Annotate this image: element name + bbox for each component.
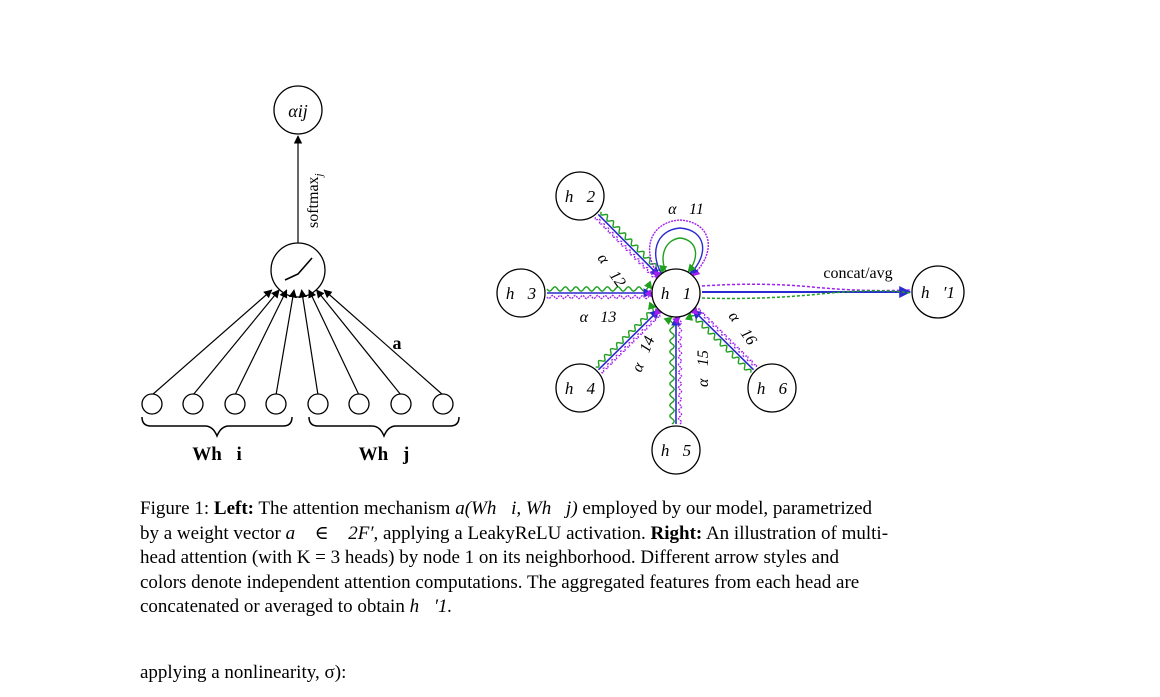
- edge-head-green: [595, 301, 657, 368]
- edge-label-a13: α⃗13: [580, 309, 617, 326]
- edge-head-green: [684, 311, 752, 373]
- edge-head-blue: [692, 309, 755, 371]
- brace-right: [308, 416, 460, 439]
- node-h5: [651, 425, 701, 475]
- input-arrow: [298, 289, 319, 396]
- node-label-h1_prime: h⃗′1: [921, 283, 955, 302]
- node-label-h4: h⃗4: [565, 379, 596, 398]
- node-label-h3: h⃗3: [506, 284, 536, 303]
- input-arrow: [323, 289, 444, 396]
- input-arrow: [316, 289, 402, 396]
- edge-head-purple: [690, 306, 758, 368]
- self-loop-a11: [649, 219, 709, 279]
- edge-label-a14: α⃗14: [629, 334, 659, 375]
- node-label-h6: h⃗6: [757, 379, 788, 398]
- alpha-ij-label: αij: [288, 101, 307, 121]
- concat-avg-label: concat/avg: [823, 265, 892, 282]
- alpha-ij-node: [273, 85, 323, 135]
- input-node: [390, 393, 412, 415]
- caption-line-2: by a weight vector a⃗ ∈ ℝ2F′, applying a…: [140, 522, 889, 544]
- input-node: [265, 393, 287, 415]
- edge-head-purple: [601, 307, 663, 374]
- input-node: [432, 393, 454, 415]
- caption-line-5: concatenated or averaged to obtain h⃗′1.: [140, 596, 453, 617]
- node-label-h2: h⃗2: [565, 187, 596, 206]
- edge-head-blue: [597, 309, 660, 371]
- input-arrow: [192, 289, 280, 396]
- node-label-h1: h⃗1: [661, 284, 691, 303]
- node-h2: [555, 171, 605, 221]
- right-label: Right:: [650, 522, 703, 544]
- input-node: [348, 393, 370, 415]
- input-arrow: [234, 289, 288, 396]
- weight-vector-label: a⃗: [392, 333, 415, 353]
- edge-label-a12: α⃗12: [594, 251, 629, 291]
- edge-head-green: [663, 316, 675, 425]
- input-node: [224, 393, 246, 415]
- caption-line-4: colors denote independent attention comp…: [140, 571, 860, 593]
- left-attention-diagram: αij softmaxj Wh⃗i Wh⃗j a⃗: [141, 85, 460, 465]
- softmax-label: softmaxj: [305, 173, 325, 228]
- group-label-left: Wh⃗i: [192, 444, 242, 465]
- caption-line-3: head attention (with K = 3 heads) by nod…: [140, 547, 839, 568]
- input-arrow: [275, 289, 297, 396]
- input-node: [182, 393, 204, 415]
- node-h6: [747, 363, 797, 413]
- figure-1: αij softmaxj Wh⃗i Wh⃗j a⃗ concat/av: [141, 85, 965, 475]
- edge-label-a11: α⃗11: [668, 201, 704, 218]
- leakyrelu-node: [270, 242, 326, 298]
- edge-label-a15: α⃗15: [695, 350, 712, 387]
- node-label-h5: h⃗5: [661, 441, 691, 460]
- edge-head-green: [600, 211, 668, 274]
- left-label: Left:: [213, 498, 254, 519]
- node-h3: [496, 268, 546, 318]
- input-node: [141, 393, 163, 415]
- brace-left: [141, 416, 293, 439]
- edge-head-green: [546, 280, 653, 292]
- input-nodes: [141, 289, 454, 415]
- concat-output-arrows: [701, 283, 912, 300]
- graph-nodes: h⃗1 h⃗2 h⃗3 h⃗4 h⃗5 h⃗6 h⃗′1: [496, 171, 965, 475]
- right-multihead-diagram: concat/avg h⃗1 h⃗2 h⃗3 h⃗4 h⃗5 h⃗6 h⃗′1 α⃗11 α…: [496, 171, 965, 475]
- caption-line-1: Figure 1: Left: The attention mechanism …: [140, 498, 873, 519]
- input-arrow: [308, 289, 360, 396]
- edge-head-purple: [594, 217, 662, 280]
- figure-label: Figure 1:: [140, 498, 210, 519]
- input-node: [307, 393, 329, 415]
- group-label-right: Wh⃗j: [359, 444, 410, 465]
- leakyrelu-icon: [284, 257, 313, 281]
- input-arrow: [151, 289, 273, 396]
- figure-caption: Figure 1: Left: The attention mechanism …: [140, 497, 965, 620]
- edge-head-purple: [672, 316, 683, 425]
- edge-head-purple: [546, 289, 653, 300]
- body-paragraph: applying a nonlinearity, σ):: [140, 662, 347, 683]
- edge-head-blue: [597, 213, 660, 277]
- node-h1_prime: [911, 265, 965, 319]
- node-h1: [651, 268, 701, 318]
- node-h4: [555, 363, 605, 413]
- attention-edges: [546, 211, 758, 425]
